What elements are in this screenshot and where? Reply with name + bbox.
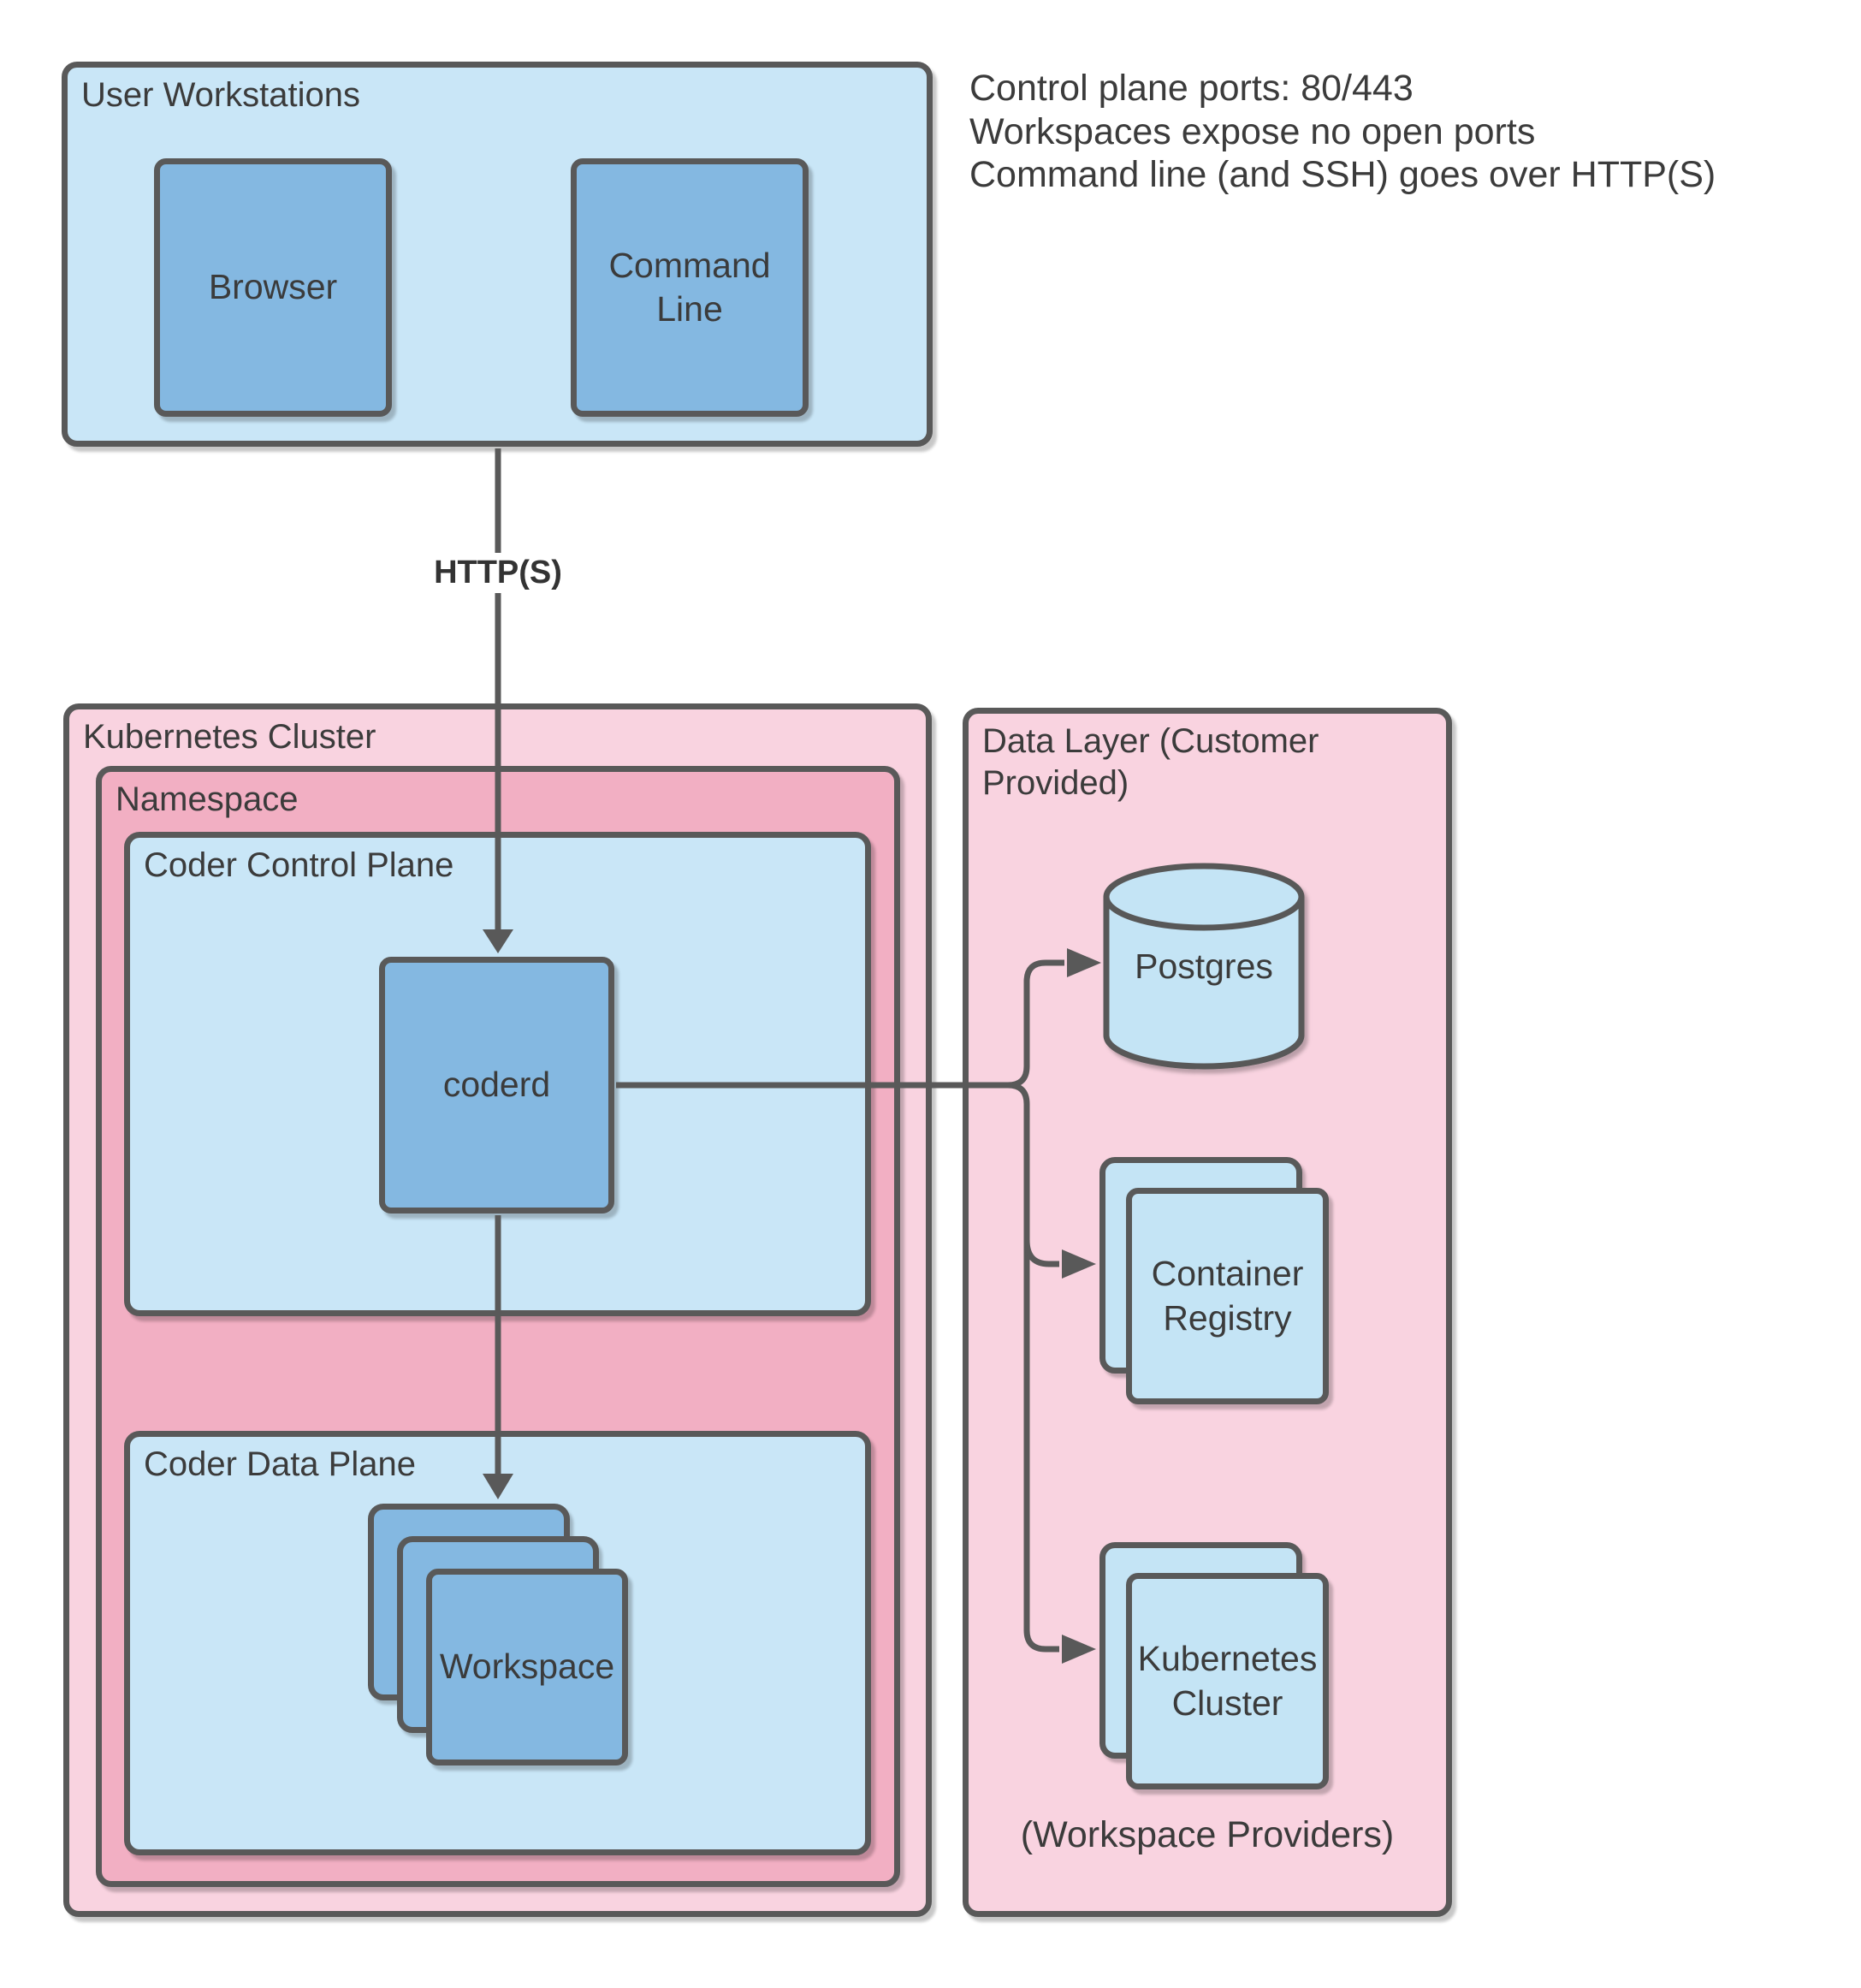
note-line-2: Workspaces expose no open ports: [969, 110, 1536, 152]
namespace-title: Namespace: [116, 780, 299, 818]
notes-block: Control plane ports: 80/443 Workspaces e…: [969, 67, 1716, 197]
coder-control-plane-container: Coder Control Plane coderd: [124, 832, 871, 1316]
coderd-label: coderd: [442, 1065, 551, 1105]
workspace-node: Workspace: [426, 1569, 628, 1765]
coder-data-plane-container: Coder Data Plane Workspace: [124, 1431, 871, 1855]
note-line-3: Command line (and SSH) goes over HTTP(S): [969, 154, 1716, 196]
note-line-1: Control plane ports: 80/443: [969, 68, 1414, 109]
namespace-container: Namespace Coder Control Plane coderd Cod…: [96, 766, 900, 1887]
browser-label: Browser: [208, 267, 338, 307]
kubernetes-cluster-container: Kubernetes Cluster Namespace Coder Contr…: [63, 703, 932, 1917]
coder-control-plane-title: Coder Control Plane: [144, 846, 454, 884]
coder-data-plane-title: Coder Data Plane: [144, 1445, 416, 1483]
data-layer-kubernetes-node: Kubernetes Cluster: [1126, 1573, 1329, 1789]
command-line-node: Command Line: [571, 158, 809, 417]
coderd-node: coderd: [379, 957, 614, 1214]
browser-node: Browser: [154, 158, 392, 417]
postgres-label: Postgres: [1135, 947, 1273, 987]
kubernetes-cluster-title: Kubernetes Cluster: [83, 718, 376, 756]
workspace-providers-caption: (Workspace Providers): [1020, 1814, 1395, 1855]
user-workstations-container: User Workstations Browser Command Line: [62, 62, 933, 447]
https-edge-label: HTTP(S): [424, 553, 572, 593]
user-workstations-title: User Workstations: [81, 76, 361, 114]
container-registry-label: Container Registry: [1151, 1254, 1304, 1338]
command-line-label: Command Line: [608, 245, 771, 329]
workspace-label: Workspace: [439, 1647, 615, 1687]
data-layer-container: Data Layer (Customer Provided) Container…: [963, 708, 1452, 1917]
container-registry-node: Container Registry: [1126, 1188, 1329, 1404]
data-layer-kubernetes-label: Kubernetes Cluster: [1137, 1639, 1318, 1723]
data-layer-title: Data Layer (Customer Provided): [982, 722, 1319, 802]
